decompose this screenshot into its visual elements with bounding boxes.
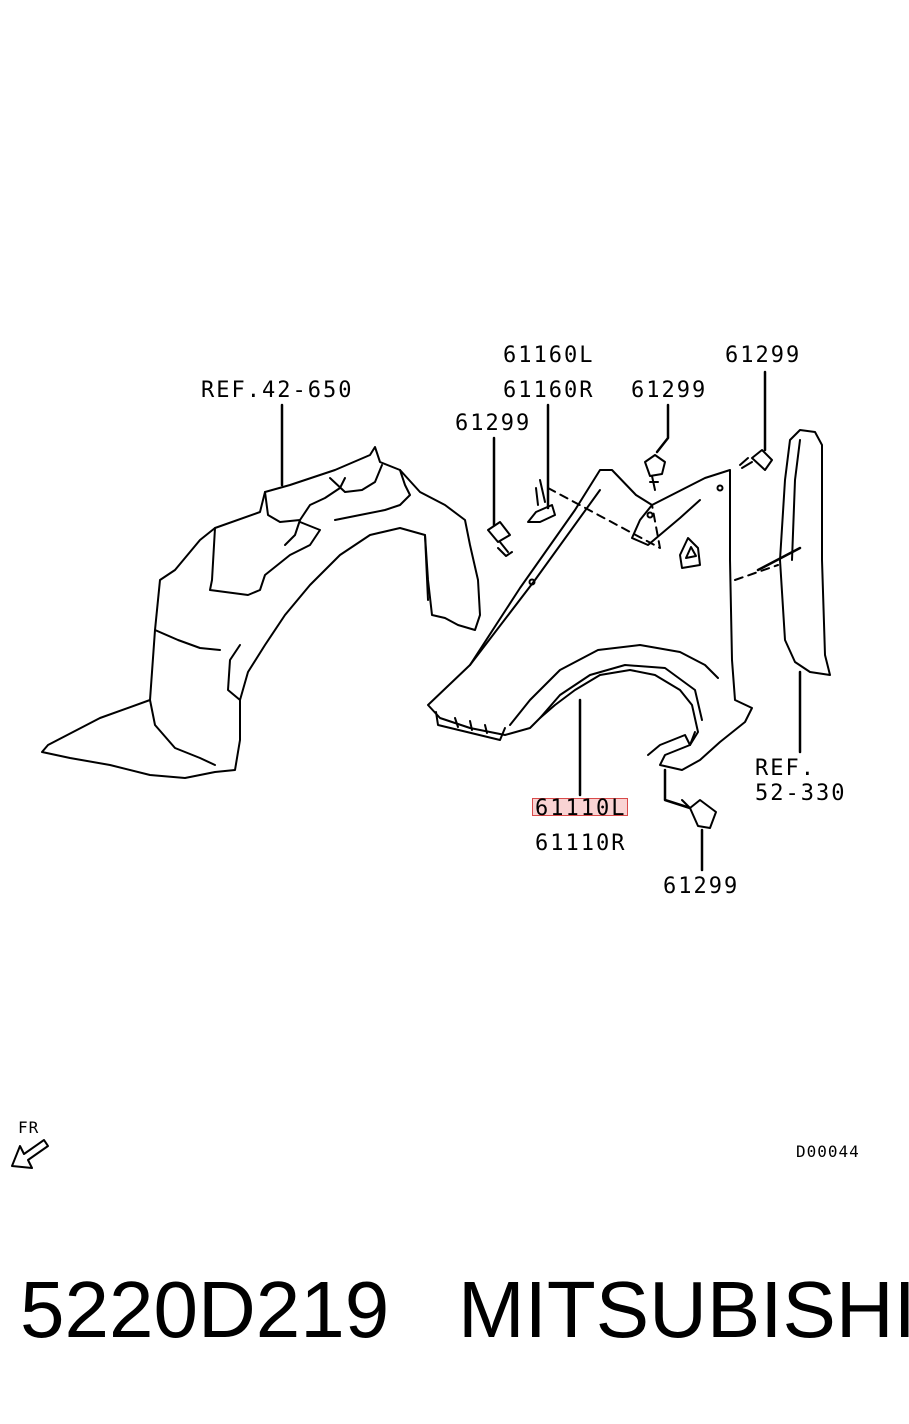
callout-61160R: 61160R	[503, 378, 595, 403]
selected-part-highlight	[532, 798, 628, 816]
footer-brand: MITSUBISHI	[458, 1265, 909, 1354]
footer-part-number: 5220D219	[20, 1265, 390, 1354]
callout-61160L: 61160L	[503, 343, 595, 368]
callout-ref-52-line2: 52-330	[755, 781, 847, 806]
callout-bolt-center: 61299	[631, 378, 708, 403]
callout-ref-52-line1: REF.	[755, 756, 816, 781]
leader-lines	[280, 370, 802, 872]
front-arrow-icon	[11, 1139, 49, 1169]
callout-61110R: 61110R	[535, 831, 627, 856]
callout-bolt-right: 61299	[725, 343, 802, 368]
front-fender-drawing	[427, 469, 779, 771]
clip-drawing	[527, 479, 556, 523]
splash-shield-drawing	[779, 429, 831, 676]
callout-bolt-bottom: 61299	[663, 874, 740, 899]
callout-61110L[interactable]: 61110L	[535, 796, 627, 821]
callout-ref-42-650: REF.42-650	[201, 378, 354, 403]
diagram-code: D00044	[796, 1142, 860, 1161]
fender-liner-drawing	[41, 446, 481, 779]
callout-bolt-left: 61299	[455, 411, 532, 436]
front-indicator-label: FR	[18, 1118, 40, 1137]
